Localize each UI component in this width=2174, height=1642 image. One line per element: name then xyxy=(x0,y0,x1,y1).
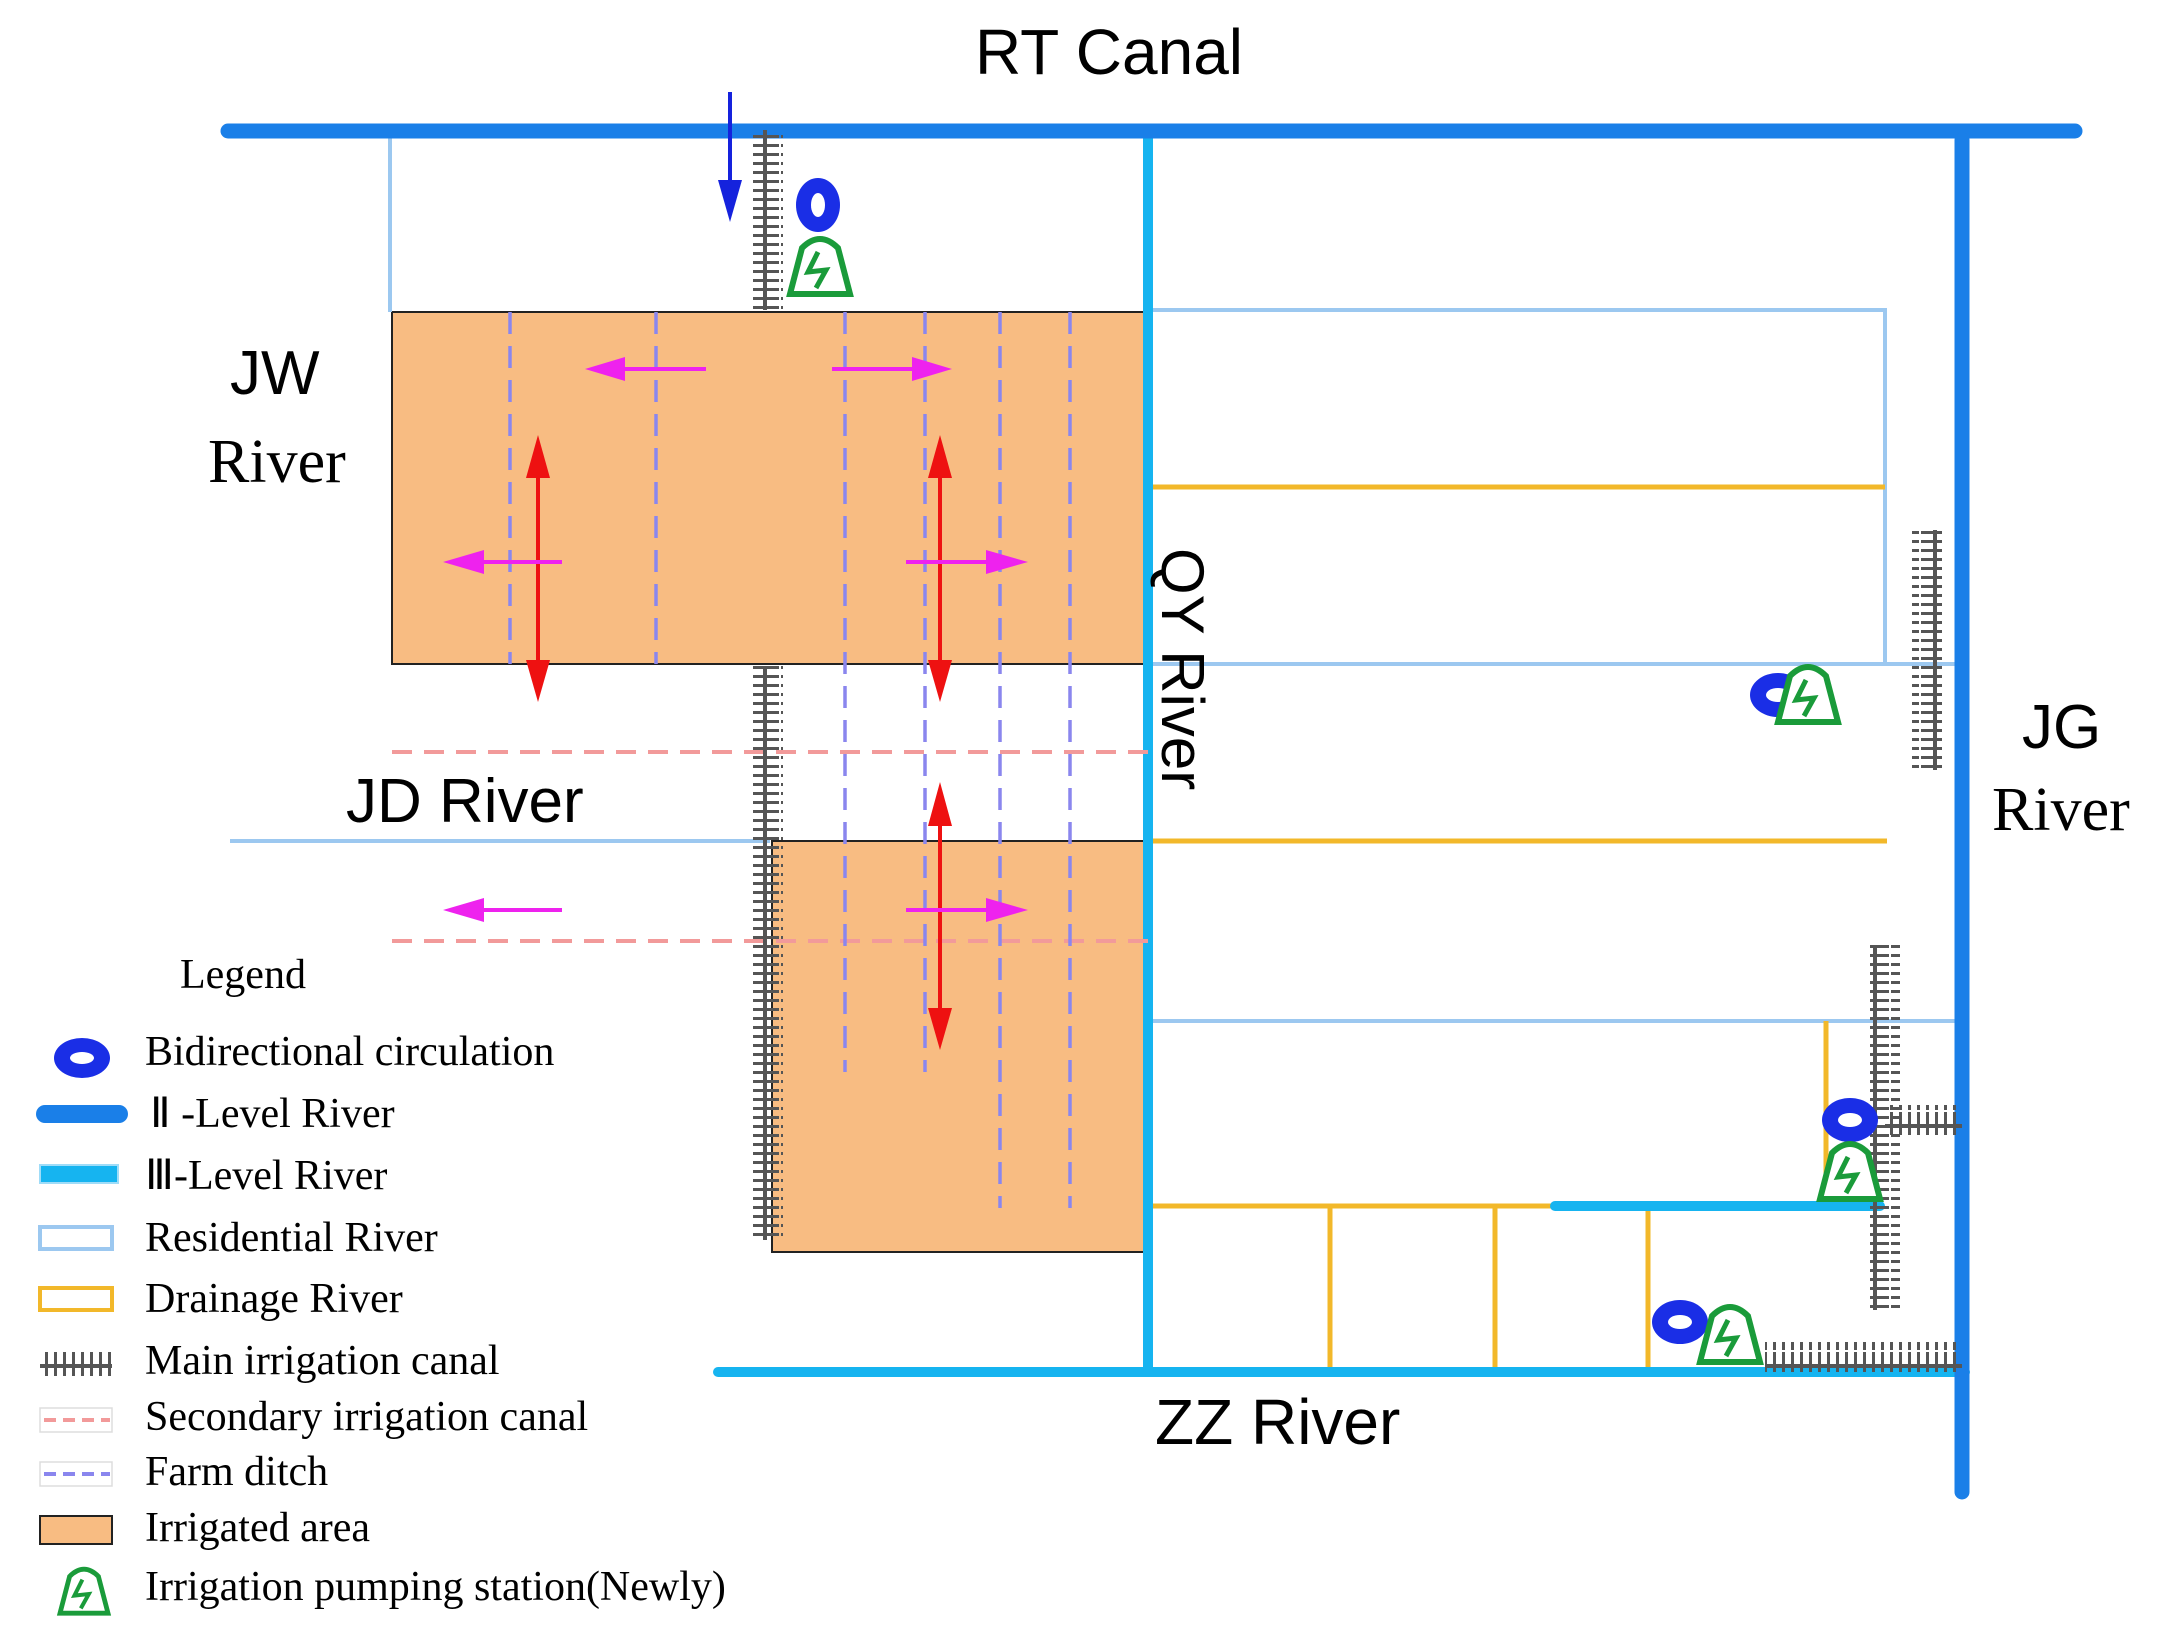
irrigated-area-upper xyxy=(391,311,1151,665)
bidirectional-circulation-icon xyxy=(54,1038,110,1078)
legend-label-pumping-station: Irrigation pumping station(Newly) xyxy=(145,1564,726,1610)
legend-label-main-canal: Main irrigation canal xyxy=(145,1338,500,1384)
farm-ditch-swatch xyxy=(39,1461,113,1487)
jg-river-label-line2: River xyxy=(1992,776,2130,844)
legend-label-irrigated-area: Irrigated area xyxy=(145,1505,370,1551)
drainage-rivers xyxy=(1150,484,1887,1372)
jw-river-label-line1: JW xyxy=(230,339,320,408)
pumping-station-icon xyxy=(1774,664,1842,725)
legend-label-residential: Residential River xyxy=(145,1215,438,1261)
legend-label-level2: Ⅱ -Level River xyxy=(150,1091,395,1137)
zz-river-label: ZZ River xyxy=(1155,1386,1400,1458)
level-2-river-swatch xyxy=(36,1105,128,1123)
legend-label-farm-ditch: Farm ditch xyxy=(145,1449,328,1495)
jg-river-label-line1: JG xyxy=(2022,693,2101,762)
legend-label-bidirectional: Bidirectional circulation xyxy=(145,1029,554,1075)
residential-rivers xyxy=(230,130,1965,1023)
legend-title: Legend xyxy=(180,952,306,998)
rt-canal-label: RT Canal xyxy=(975,16,1243,88)
irrigated-area-swatch xyxy=(39,1515,113,1545)
residential-river-swatch xyxy=(38,1225,114,1251)
irrigated-area-lower xyxy=(771,840,1150,1253)
bidirectional-circulation-icon xyxy=(1652,1300,1708,1344)
flow-arrows xyxy=(443,357,1028,1050)
main-canal-swatch xyxy=(40,1350,112,1376)
drainage-river-swatch xyxy=(38,1286,114,1312)
bidirectional-circulation-icon xyxy=(796,178,840,232)
pumping-station-icon xyxy=(786,236,854,297)
inflow-arrow xyxy=(718,92,742,222)
jw-river-label-line2: River xyxy=(208,428,346,496)
pumping-station-markers xyxy=(786,236,1884,1365)
bidirectional-circulation-icon xyxy=(1822,1098,1878,1142)
pumping-station-icon xyxy=(1816,1141,1884,1202)
qy-river-label: QY River xyxy=(1149,548,1216,790)
legend: Legend Bidirectional circulation Ⅱ -Leve… xyxy=(36,952,726,1616)
jd-river-label: JD River xyxy=(346,767,584,836)
legend-label-secondary-canal: Secondary irrigation canal xyxy=(145,1394,588,1440)
main-irrigation-canals xyxy=(753,130,1962,1372)
legend-label-drainage: Drainage River xyxy=(145,1276,403,1322)
secondary-canal-swatch xyxy=(39,1407,113,1433)
pumping-station-icon xyxy=(56,1566,112,1616)
legend-label-level3: Ⅲ-Level River xyxy=(145,1153,387,1199)
level-3-river-swatch xyxy=(39,1164,119,1184)
level-2-rivers xyxy=(220,123,2083,1500)
farm-ditches xyxy=(508,312,1072,1208)
pumping-station-icon xyxy=(1696,1304,1764,1365)
